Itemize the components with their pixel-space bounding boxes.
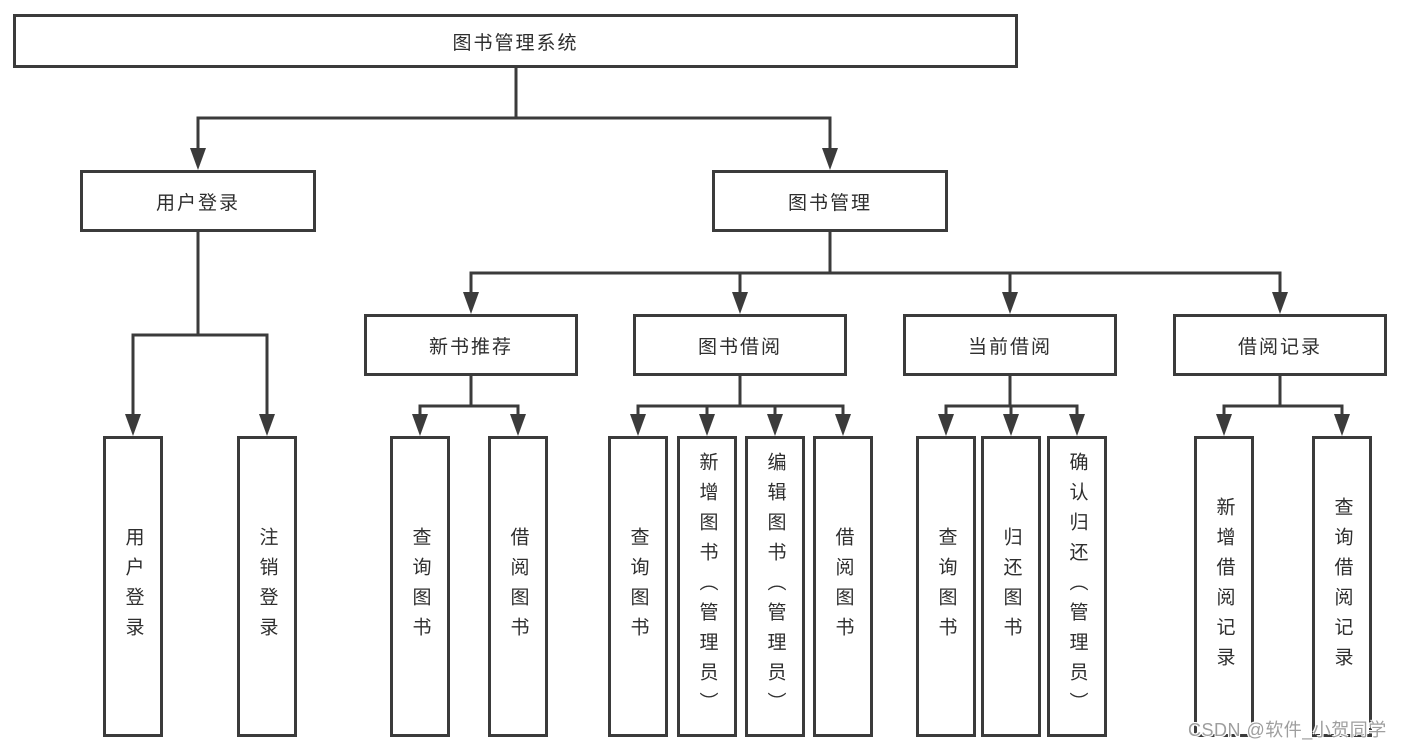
node-book-management: 图书管理 — [712, 170, 948, 232]
watermark: CSDN @软件_小贺同学 — [1188, 720, 1387, 740]
leaf-label: 查询图书 — [409, 526, 431, 647]
leaf-label: 新增图书（管理员） — [696, 451, 718, 722]
leaf-confirm-return-admin: 确认归还（管理员） — [1047, 436, 1107, 737]
leaf-label: 用户登录 — [122, 526, 144, 647]
connector-currentborrow-to-leaves — [938, 376, 1085, 436]
leaf-label: 借阅图书 — [507, 526, 529, 647]
connector-newbooks-to-leaves — [412, 376, 526, 436]
leaf-query-books-3: 查询图书 — [916, 436, 976, 737]
node-current-borrow: 当前借阅 — [903, 314, 1117, 376]
leaf-label: 查询图书 — [935, 526, 957, 647]
connector-bookmgmt-to-level3 — [463, 232, 1288, 314]
leaf-label: 编辑图书（管理员） — [764, 451, 786, 722]
leaf-label: 查询图书 — [627, 526, 649, 647]
node-book-borrow: 图书借阅 — [633, 314, 847, 376]
leaf-logout: 注销登录 — [237, 436, 297, 737]
node-new-book-recommend: 新书推荐 — [364, 314, 578, 376]
leaf-query-books-2: 查询图书 — [608, 436, 668, 737]
leaf-label: 注销登录 — [256, 526, 278, 647]
leaf-label: 新增借阅记录 — [1213, 496, 1235, 677]
leaf-edit-books-admin: 编辑图书（管理员） — [745, 436, 805, 737]
leaf-user-login: 用户登录 — [103, 436, 163, 737]
node-root-system: 图书管理系统 — [13, 14, 1018, 68]
node-user-login: 用户登录 — [80, 170, 316, 232]
leaf-borrow-books-1: 借阅图书 — [488, 436, 548, 737]
leaf-query-books-1: 查询图书 — [390, 436, 450, 737]
leaf-return-books: 归还图书 — [981, 436, 1041, 737]
connector-userlogin-to-leaves — [125, 232, 275, 436]
leaf-label: 借阅图书 — [832, 526, 854, 647]
leaf-label: 查询借阅记录 — [1331, 496, 1353, 677]
leaf-add-borrow-record: 新增借阅记录 — [1194, 436, 1254, 737]
leaf-query-borrow-record: 查询借阅记录 — [1312, 436, 1372, 737]
connector-bookborrow-to-leaves — [630, 376, 851, 436]
leaf-add-books-admin: 新增图书（管理员） — [677, 436, 737, 737]
leaf-label: 归还图书 — [1000, 526, 1022, 647]
leaf-label: 确认归还（管理员） — [1066, 451, 1088, 722]
node-borrow-records: 借阅记录 — [1173, 314, 1387, 376]
leaf-borrow-books-2: 借阅图书 — [813, 436, 873, 737]
connector-root-to-level2 — [190, 68, 838, 170]
connector-borrowrecords-to-leaves — [1216, 376, 1350, 436]
